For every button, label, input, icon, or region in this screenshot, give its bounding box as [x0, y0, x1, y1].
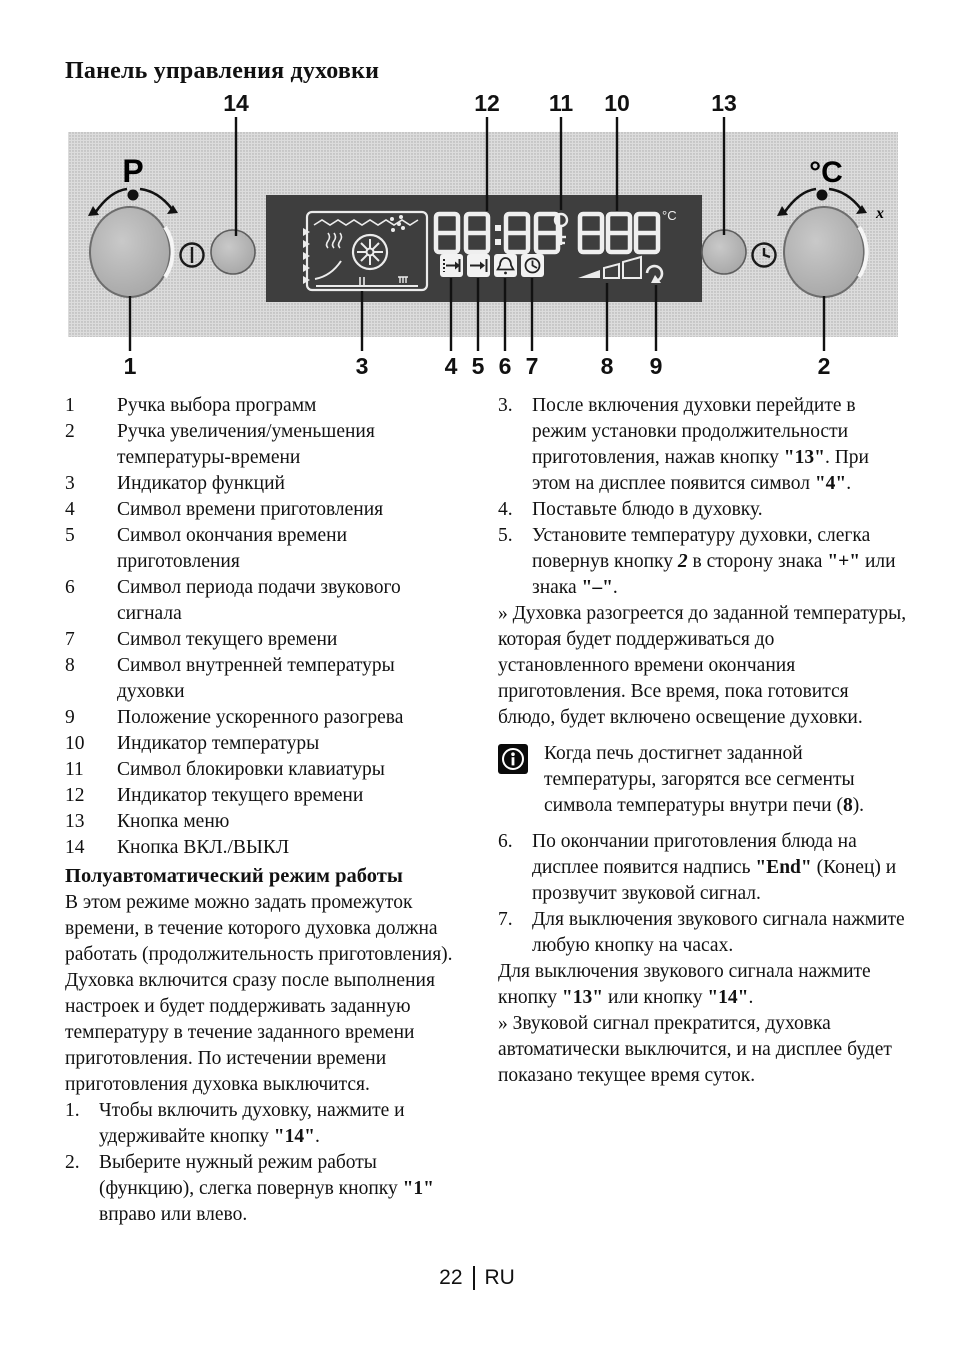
time-display — [436, 214, 558, 252]
page-title: Панель управления духовки — [65, 58, 380, 84]
fast-preheat-icon — [645, 264, 664, 283]
language-code: RU — [484, 1266, 515, 1289]
step-6: 6.По окончании приготовления блюда на ди… — [498, 831, 897, 904]
step-1: 1.Чтобы включить духовку, нажмите и удер… — [65, 1100, 405, 1147]
callout-2: 2 — [818, 353, 831, 379]
extra-paragraph: Для выключения звукового сигнала нажмите… — [498, 961, 871, 1008]
temperature-display: °C — [580, 208, 677, 252]
control-panel-diagram: P — [68, 90, 898, 379]
note-text: Когда печь достигнет заданной температур… — [544, 743, 865, 816]
section-intro: В этом режиме можно задать промежуток вр… — [65, 892, 453, 1095]
step-2: 2.Выберите нужный режим работы (функцию)… — [65, 1152, 435, 1225]
display-temp-unit: °C — [662, 208, 677, 223]
clock-symbol-icon — [751, 242, 777, 268]
callout-7: 7 — [526, 353, 539, 379]
callout-1: 1 — [124, 353, 137, 379]
power-symbol-icon — [179, 242, 205, 268]
function-indicator — [303, 210, 429, 292]
knob-pointer-dot — [127, 189, 139, 201]
step-3: 3.После включения духовки перейдите в ре… — [498, 395, 869, 494]
callout-12: 12 — [474, 90, 500, 116]
sound-signal-bell-icon — [494, 254, 517, 277]
step-5: 5.Установите температуру духовки, слегка… — [498, 525, 896, 598]
page-footer: 22 RU — [0, 1266, 954, 1290]
temp-knob-label: °C — [809, 156, 843, 189]
cooking-time-icon — [440, 254, 463, 277]
key-lock-icon — [553, 212, 569, 245]
footer-separator — [472, 1266, 475, 1290]
result-paragraph: » Духовка разогреется до заданной темпер… — [498, 603, 907, 728]
callout-14: 14 — [223, 90, 249, 116]
result-paragraph-2: » Звуковой сигнал прекратится, духовка а… — [498, 1013, 892, 1086]
on-off-button — [210, 229, 256, 275]
program-knob-label: P — [122, 153, 143, 189]
step-4: 4.Поставьте блюдо в духовку. — [498, 499, 763, 520]
callout-3: 3 — [356, 353, 369, 379]
temp-time-knob: °C x — [777, 156, 884, 298]
callout-13: 13 — [711, 90, 737, 116]
cooking-end-time-icon — [467, 254, 490, 277]
callout-11: 11 — [549, 90, 574, 116]
page-number: 22 — [439, 1266, 463, 1289]
internal-temperature-indicator — [578, 255, 642, 279]
callout-10: 10 — [604, 90, 630, 116]
callout-9: 9 — [650, 353, 663, 379]
callout-4: 4 — [445, 353, 458, 379]
step-7: 7.Для выключения звукового сигнала нажми… — [498, 909, 905, 956]
program-knob: P — [88, 153, 178, 298]
info-note: Когда печь достигнет заданной температур… — [498, 741, 910, 819]
callout-5: 5 — [472, 353, 485, 379]
callout-8: 8 — [601, 353, 614, 379]
knob-pointer-dot — [816, 189, 828, 201]
menu-button — [701, 229, 747, 275]
callout-lines — [128, 117, 826, 351]
section-heading: Полуавтоматический режим работы — [65, 865, 403, 887]
temp-knob-stop-label: x — [875, 205, 884, 222]
right-column: 3.После включения духовки перейдите в ре… — [498, 393, 910, 1228]
info-icon — [498, 741, 544, 819]
current-time-clock-icon — [521, 254, 544, 277]
callout-numbers: 14 12 11 10 13 1 3 4 5 6 7 8 9 2 — [124, 90, 831, 379]
callout-6: 6 — [499, 353, 512, 379]
